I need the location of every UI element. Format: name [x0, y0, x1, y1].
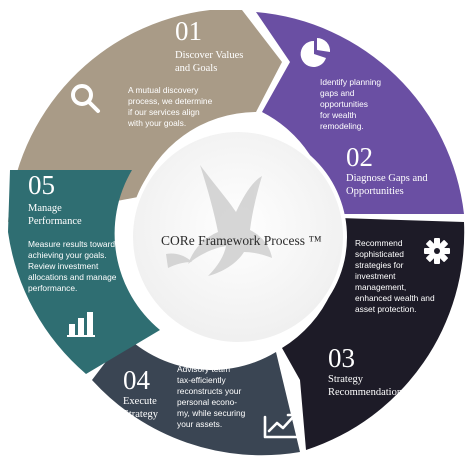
step-04-desc-line: my, while securing [177, 408, 246, 418]
step-05-desc-line: Review investment [28, 261, 99, 271]
line-chart-icon [263, 413, 299, 439]
step-03-desc-line: asset protection. [355, 304, 416, 314]
bar-chart-icon [67, 312, 95, 337]
segment-04 [92, 318, 300, 456]
step-04-desc-line: tax-efficiently [177, 375, 227, 385]
step-03-desc-line: Recommend [355, 238, 403, 248]
step-01-desc-line: if our services align [128, 107, 200, 117]
segment-03 [282, 218, 465, 450]
step-01-title-line: Discover Values [175, 50, 243, 61]
step-01-desc-line: A mutual discovery [128, 85, 199, 95]
step-04-desc-line: Advisory team [177, 364, 230, 374]
step-04-title: Execute Strategy [123, 396, 159, 420]
gear-icon [424, 238, 450, 264]
pie-chart-icon [300, 37, 331, 67]
center-title: CORe Framework Process ™ [161, 233, 322, 248]
segment-05 [8, 170, 160, 374]
step-04-title-line: Strategy [123, 409, 159, 420]
step-04-desc-line: personal econo- [177, 397, 237, 407]
eagle-watermark-icon [166, 165, 272, 276]
step-02-number: 02 [346, 142, 373, 172]
step-03-desc-line: sophisticated [355, 249, 404, 259]
step-02-title: Diagnose Gaps and Opportunities [346, 173, 430, 197]
step-03-desc-line: management, [355, 282, 406, 292]
step-02-title-line: Opportunities [346, 186, 404, 197]
step-01-desc-line: process, we determine [128, 96, 213, 106]
step-01-title-line: and Goals [175, 63, 217, 74]
step-05-desc-line: performance. [28, 283, 77, 293]
step-05-title: Manage Performance [28, 203, 82, 227]
step-05-desc-line: Measure results toward [28, 239, 115, 249]
step-04-description: Advisory team tax-efficiently reconstruc… [177, 364, 248, 429]
step-05-desc-line: allocations and manage [28, 272, 117, 282]
step-02-desc-line: opportunities [320, 99, 368, 109]
step-01-description: A mutual discovery process, we determine… [127, 85, 215, 128]
step-02-title-line: Diagnose Gaps and [346, 173, 428, 184]
step-02-desc-line: remodeling. [320, 121, 364, 131]
step-04-number: 04 [123, 365, 151, 395]
step-03-desc-line: enhanced wealth and [355, 293, 435, 303]
step-05-description: Measure results toward achieving your go… [28, 239, 119, 293]
step-02-desc-line: Identify planning [320, 77, 381, 87]
step-02-desc-line: gaps and [320, 88, 355, 98]
step-01-title: Discover Values and Goals [175, 50, 246, 74]
step-05-desc-line: achieving your goals. [28, 250, 107, 260]
step-03-desc-line: investment [355, 271, 396, 281]
step-04-title-line: Execute [123, 396, 157, 407]
step-04-desc-line: reconstructs your [177, 386, 241, 396]
step-01-number: 01 [175, 16, 202, 46]
step-02-description: Identify planning gaps and opportunities… [320, 77, 383, 131]
segment-01 [8, 10, 282, 222]
step-05-number: 05 [28, 170, 55, 200]
step-03-title-line: Recommendation [328, 387, 403, 398]
step-03-title-line: Strategy [328, 374, 364, 385]
step-03-number: 03 [328, 343, 355, 373]
step-04-desc-line: your assets. [177, 419, 222, 429]
step-05-title-line: Performance [28, 216, 82, 227]
magnifier-icon [71, 84, 100, 113]
step-03-title: Strategy Recommendation [328, 374, 403, 398]
step-03-description: Recommend sophisticated strategies for i… [355, 238, 437, 314]
step-02-desc-line: for wealth [320, 110, 357, 120]
step-03-desc-line: strategies for [355, 260, 404, 270]
step-01-desc-line: with your goals. [127, 118, 186, 128]
step-05-title-line: Manage [28, 203, 62, 214]
